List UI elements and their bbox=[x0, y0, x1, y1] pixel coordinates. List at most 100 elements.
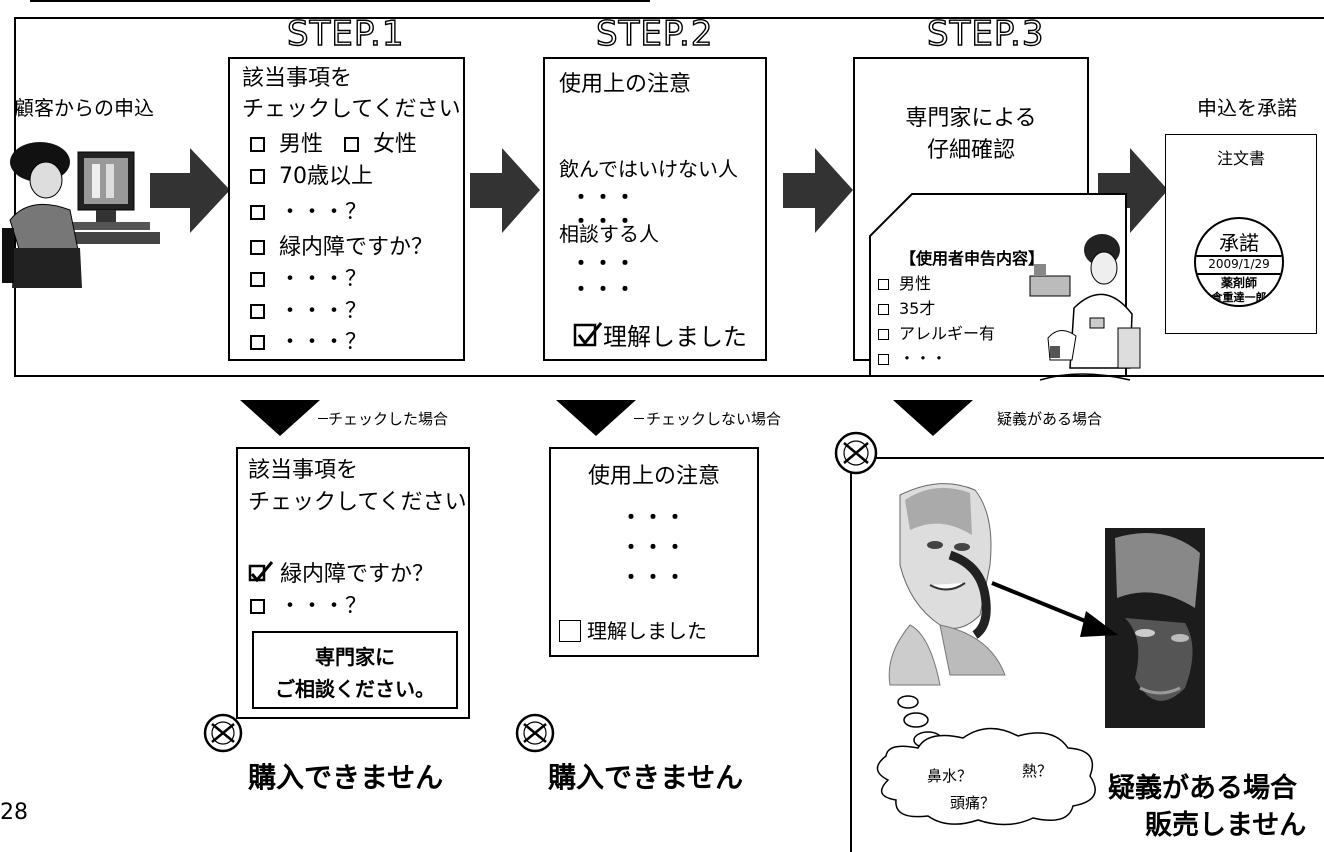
checked-checkbox-icon[interactable] bbox=[248, 560, 274, 584]
arrow-right-icon bbox=[470, 148, 540, 233]
prohibited-icon bbox=[203, 713, 243, 753]
branch1-result: 購入できません bbox=[248, 761, 444, 794]
pharmacist-illustration bbox=[1029, 234, 1141, 381]
step3-title-line2: 仔細確認 bbox=[926, 138, 1015, 163]
checkbox-icon[interactable] bbox=[250, 205, 265, 220]
dots-text: ・・・ bbox=[571, 277, 637, 301]
stamp-name: 倉重達一郎 bbox=[1211, 291, 1267, 304]
declaration-item: ・・・ bbox=[878, 345, 947, 369]
declaration-item: 男性 bbox=[878, 270, 931, 294]
step3-title-line1: 専門家による bbox=[905, 106, 1037, 131]
step1-item: 70歳以上 bbox=[279, 164, 373, 189]
checkbox-female[interactable] bbox=[344, 137, 360, 152]
checkbox-male[interactable] bbox=[250, 137, 265, 152]
step1-item-row: ・・・？ bbox=[250, 296, 367, 327]
prohibited-icon bbox=[515, 713, 555, 753]
branch3-result-line1: 疑義がある場合 bbox=[1108, 773, 1297, 804]
declaration-item: 35才 bbox=[878, 295, 935, 319]
branch1-caption-line bbox=[318, 418, 328, 419]
branch2-title: 使用上の注意 bbox=[587, 464, 720, 489]
step1-gender-row: 男性 女性 bbox=[250, 129, 417, 160]
step1-item: ・・・？ bbox=[279, 330, 368, 355]
branch3-caption: 疑義がある場合 bbox=[997, 410, 1103, 428]
branch2-caution-box: 使用上の注意 ・・・ ・・・ ・・・ 理解しました bbox=[549, 447, 759, 657]
step1-title-line1: 該当事項を bbox=[242, 66, 353, 91]
arrow-right-icon bbox=[1098, 148, 1168, 233]
order-doc-title: 注文書 bbox=[1216, 149, 1265, 168]
checkbox-icon[interactable] bbox=[250, 599, 265, 614]
declaration-title: 【使用者申告内容】 bbox=[900, 249, 1045, 268]
cloud-item: 頭痛？ bbox=[950, 794, 996, 812]
arrow-diagonal-icon bbox=[991, 581, 1118, 637]
checkbox-icon[interactable] bbox=[559, 620, 581, 642]
arrow-down-icon bbox=[240, 400, 320, 436]
stamp-divider-bottom bbox=[1196, 273, 1282, 275]
arrow-down-icon bbox=[556, 400, 636, 436]
branch1-title-line2: チェックしてください bbox=[248, 490, 467, 515]
woman-on-phone-photo bbox=[888, 483, 1006, 686]
stamp-divider-top bbox=[1196, 255, 1282, 257]
step1-item-row: ・・・？ bbox=[250, 197, 367, 228]
stamp-title: 承諾 bbox=[1219, 231, 1259, 255]
branch1-other-row: ・・・？ bbox=[250, 591, 367, 622]
checkbox-icon[interactable] bbox=[250, 272, 265, 287]
branch2-caption: チェックしない場合 bbox=[646, 410, 782, 428]
step1-item: 緑内障ですか？ bbox=[279, 235, 434, 260]
checkbox-icon[interactable] bbox=[878, 354, 889, 365]
customer-computer-illustration bbox=[2, 142, 160, 288]
arrow-right-icon bbox=[783, 148, 853, 233]
step2-title: 使用上の注意 bbox=[559, 72, 692, 97]
stamp-role: 薬剤師 bbox=[1220, 276, 1257, 290]
branch2-result: 購入できません bbox=[548, 761, 744, 794]
approval-label: 申込を承諾 bbox=[1197, 96, 1297, 120]
arrow-right-icon bbox=[150, 148, 230, 233]
understood-label: 理解しました bbox=[587, 619, 707, 643]
female-label: 女性 bbox=[373, 132, 418, 157]
other-item-label: ・・・？ bbox=[279, 594, 368, 619]
male-label: 男性 bbox=[279, 132, 324, 157]
step1-item-row: 70歳以上 bbox=[250, 161, 373, 192]
approval-stamp: 承諾 2009/1/29 薬剤師 倉重達一郎 bbox=[1194, 217, 1284, 307]
step2-label: STEP.2 bbox=[595, 13, 714, 54]
checkbox-icon[interactable] bbox=[878, 304, 889, 315]
checkbox-icon[interactable] bbox=[250, 169, 265, 184]
step1-title-line2: チェックしてください bbox=[242, 97, 461, 122]
branch1-caption: チェックした場合 bbox=[328, 410, 449, 428]
branch3-result-line2: 販売しません bbox=[1145, 810, 1307, 841]
step3-label: STEP.3 bbox=[926, 13, 1045, 54]
understood-row: 理解しました bbox=[573, 317, 747, 352]
dots-text: ・・・ bbox=[621, 535, 687, 559]
checkbox-icon[interactable] bbox=[250, 335, 265, 350]
branch2-caption-line bbox=[634, 418, 644, 419]
declaration-item: アレルギー有 bbox=[878, 320, 995, 344]
cloud-item: 鼻水？ bbox=[927, 767, 973, 785]
stamp-date: 2009/1/29 bbox=[1208, 257, 1270, 271]
understood-label: 理解しました bbox=[603, 323, 747, 351]
dots-text: ・・・ bbox=[571, 251, 637, 275]
step1-checklist-box: 該当事項を チェックしてください 男性 女性 70歳以上 ・・・？ 緑内障ですか… bbox=[228, 57, 465, 361]
sick-man-photo bbox=[1105, 528, 1205, 728]
checked-checkbox-icon[interactable] bbox=[573, 321, 603, 349]
branch1-checklist-box: 該当事項を チェックしてください 緑内障ですか？ ・・・？ 専門家に ご相談くだ… bbox=[236, 447, 470, 719]
step1-item-row: ・・・？ bbox=[250, 327, 367, 358]
step1-item: ・・・？ bbox=[279, 200, 368, 225]
checkbox-icon[interactable] bbox=[250, 240, 265, 255]
consult-label: 相談する人 bbox=[559, 222, 659, 246]
cloud-item: 熱？ bbox=[1022, 762, 1053, 780]
branch2-understood-row: 理解しました bbox=[559, 615, 707, 644]
step1-item-row: 緑内障ですか？ bbox=[250, 232, 433, 263]
dots-text: ・・・ bbox=[621, 565, 687, 589]
checkbox-icon[interactable] bbox=[250, 304, 265, 319]
not-drink-label: 飲んではいけない人 bbox=[559, 157, 738, 181]
step2-caution-box: 使用上の注意 飲んではいけない人 ・・・ ・・・ 相談する人 ・・・ ・・・ 理… bbox=[543, 57, 767, 361]
process-frame bbox=[14, 17, 1324, 377]
branch3-frame bbox=[850, 457, 1324, 852]
step1-label: STEP.1 bbox=[286, 13, 405, 54]
consult-expert-box: 専門家に ご相談ください。 bbox=[252, 631, 458, 709]
top-underline bbox=[30, 0, 650, 2]
checkbox-icon[interactable] bbox=[878, 329, 889, 340]
checkbox-icon[interactable] bbox=[878, 279, 889, 290]
dots-text: ・・・ bbox=[571, 185, 637, 209]
thought-cloud bbox=[876, 695, 1096, 826]
prohibited-icon bbox=[834, 431, 878, 475]
